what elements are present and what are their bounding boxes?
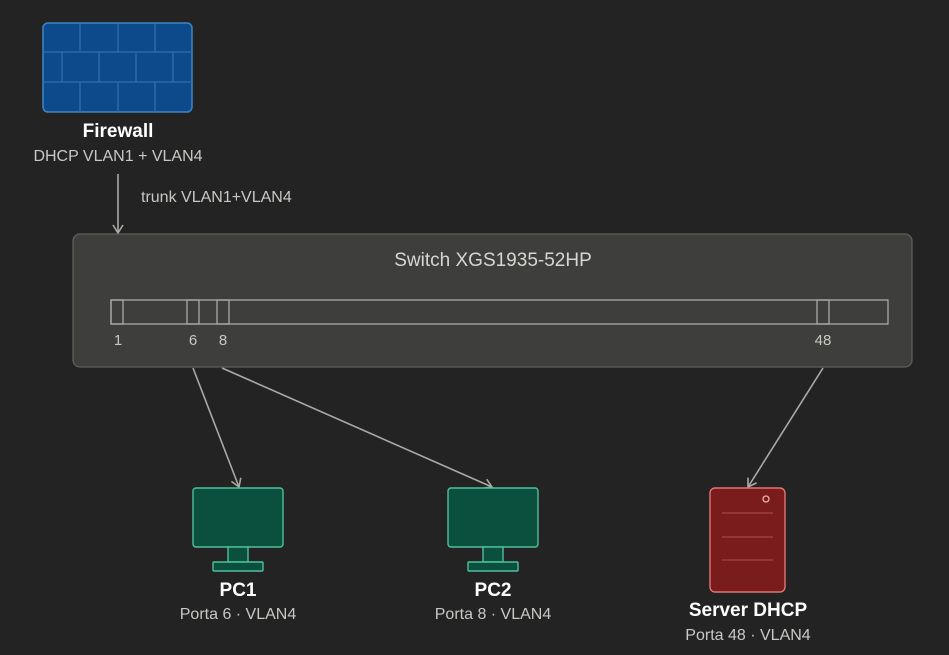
firewall-brick-icon (42, 22, 193, 113)
server-node[interactable]: Server DHCP Porta 48 · VLAN4 (685, 487, 811, 644)
pc1-subtitle: Porta 6 · VLAN4 (180, 606, 297, 623)
firewall-title: Firewall (83, 121, 154, 142)
trunk-link-label: trunk VLAN1+VLAN4 (141, 189, 292, 206)
pc2-subtitle: Porta 8 · VLAN4 (435, 606, 552, 623)
pc1-node[interactable]: PC1 Porta 6 · VLAN4 (180, 487, 297, 623)
server-tower-icon (709, 487, 786, 593)
pc1-title: PC1 (220, 580, 257, 601)
link-port6-pc1 (192, 367, 242, 489)
port-label-8: 8 (219, 332, 227, 349)
port-label-48: 48 (815, 332, 832, 349)
pc2-title: PC2 (475, 580, 512, 601)
server-title: Server DHCP (689, 600, 808, 621)
link-port48-server (747, 367, 824, 489)
switch-port-1[interactable] (110, 299, 124, 325)
link-port8-pc2 (221, 367, 494, 490)
monitor-icon (192, 487, 284, 572)
switch-port-6[interactable] (186, 299, 200, 325)
switch-port-48[interactable] (816, 299, 830, 325)
port-label-1: 1 (114, 332, 122, 349)
firewall-node[interactable]: Firewall DHCP VLAN1 + VLAN4 (33, 22, 203, 165)
port-label-6: 6 (189, 332, 197, 349)
firewall-subtitle: DHCP VLAN1 + VLAN4 (33, 148, 202, 165)
switch-node[interactable]: Switch XGS1935-52HP 1 6 8 48 (72, 233, 913, 368)
pc2-node[interactable]: PC2 Porta 8 · VLAN4 (435, 487, 552, 623)
switch-port-8[interactable] (216, 299, 230, 325)
switch-title: Switch XGS1935-52HP (394, 250, 592, 271)
server-subtitle: Porta 48 · VLAN4 (685, 627, 811, 644)
monitor-icon (447, 487, 539, 572)
